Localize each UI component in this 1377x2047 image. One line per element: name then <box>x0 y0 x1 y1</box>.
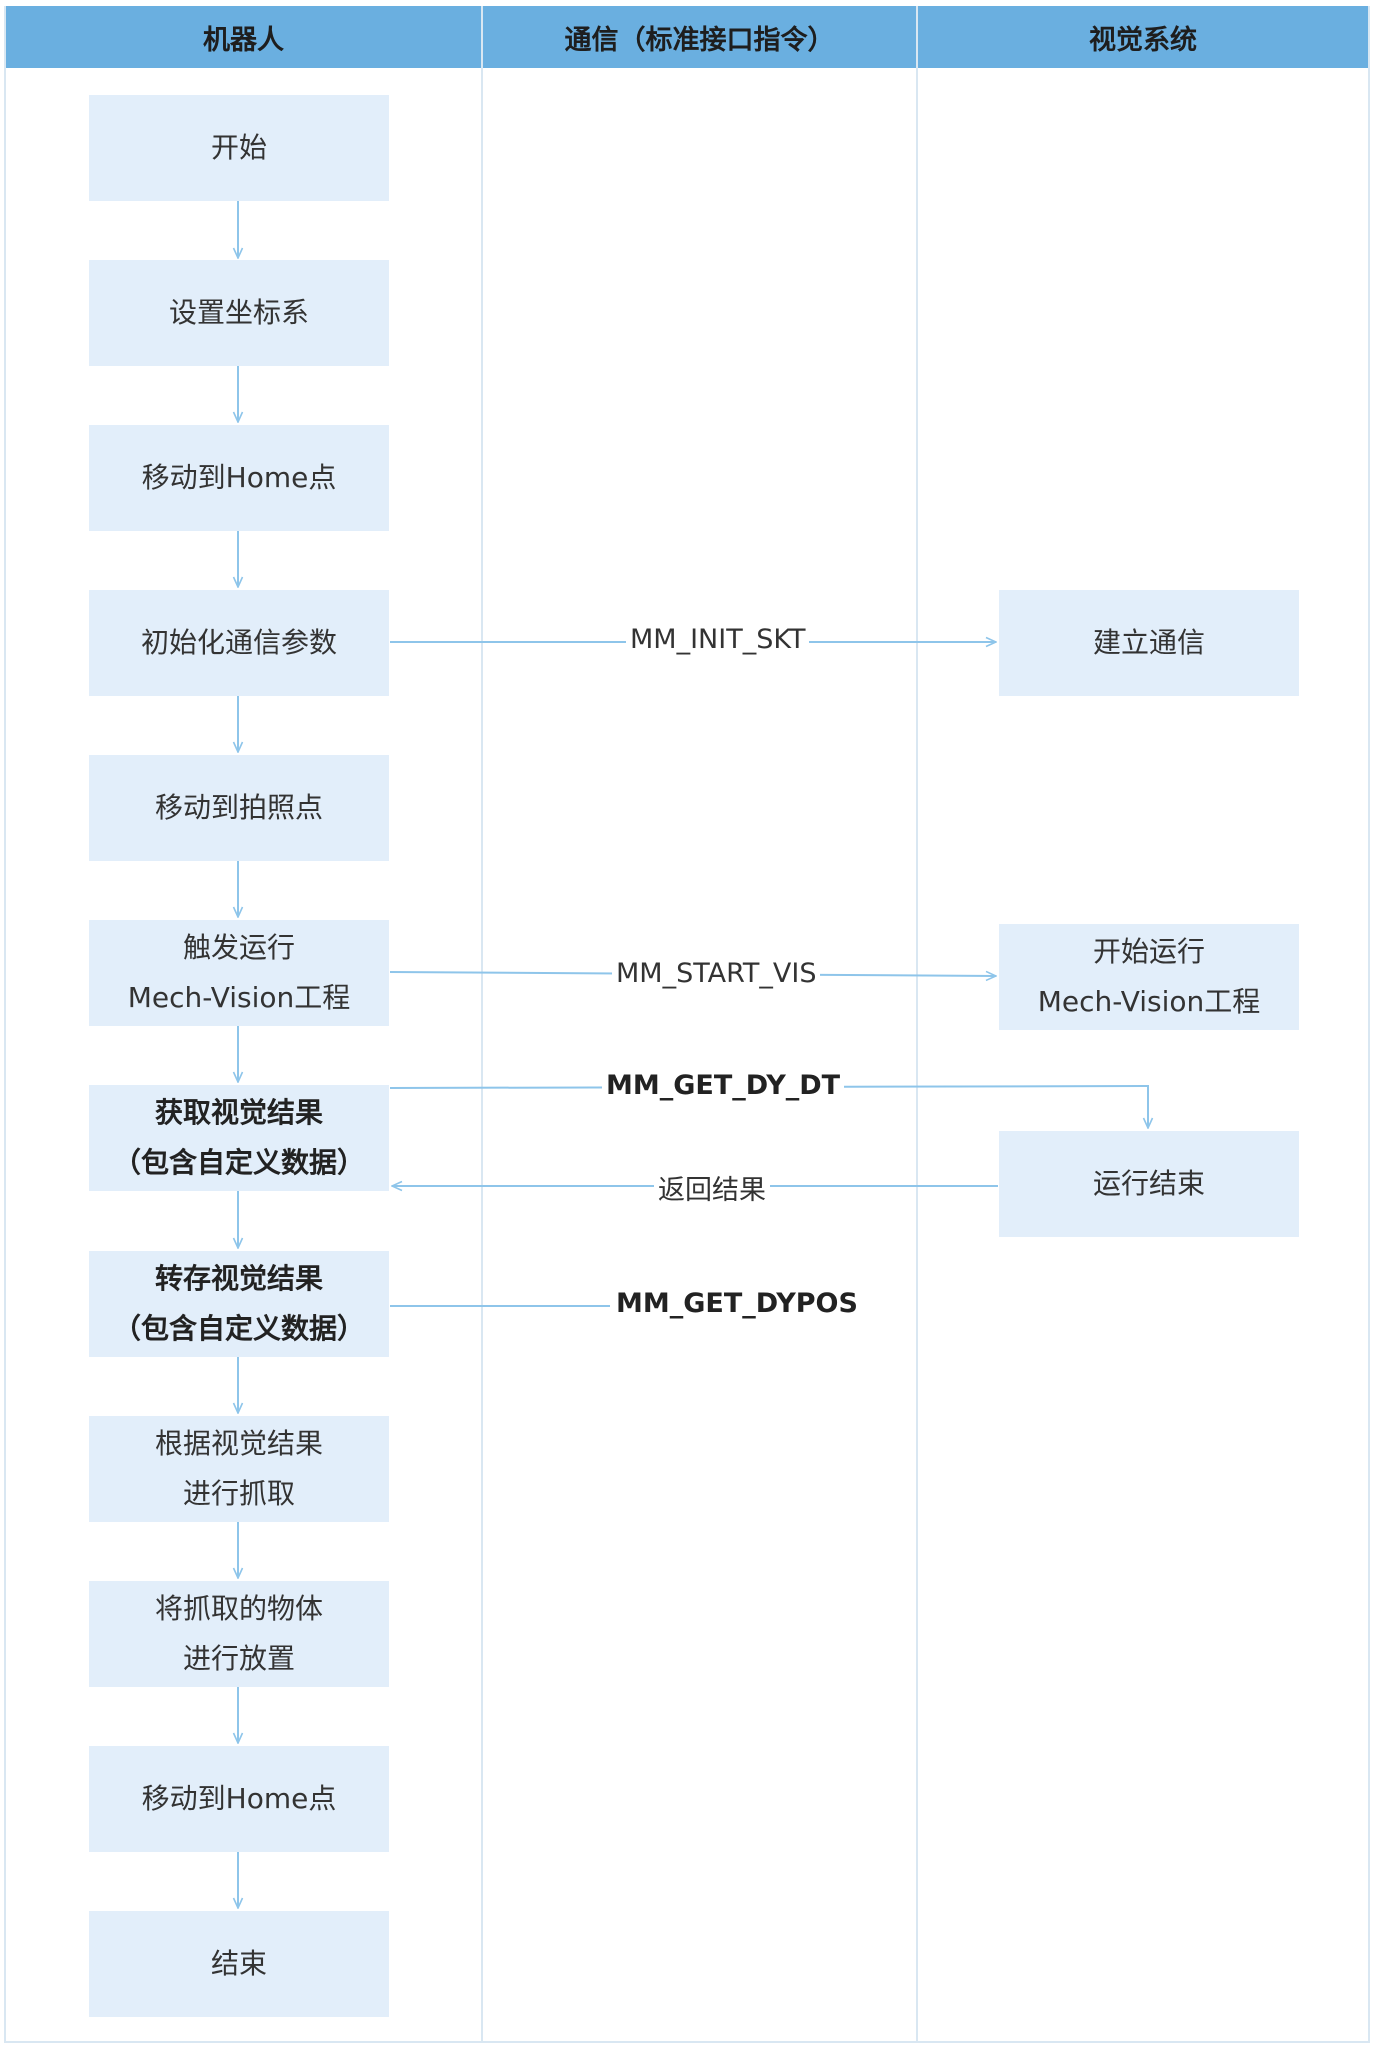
return-label: 返回结果 <box>654 1168 770 1207</box>
step-move-home: 移动到Home点 <box>89 425 389 531</box>
vision-run-end: 运行结束 <box>999 1131 1299 1237</box>
step-save-result: 转存视觉结果 （包含自定义数据） <box>89 1251 389 1357</box>
cmd-label-start-vis: MM_START_VIS <box>612 958 821 989</box>
step-move-photo: 移动到拍照点 <box>89 755 389 861</box>
cmd-label-get-dypos: MM_GET_DYPOS <box>612 1288 862 1319</box>
step-start: 开始 <box>89 95 389 201</box>
cmd-label-init: MM_INIT_SKT <box>626 624 810 655</box>
step-label: 移动到Home点 <box>141 1782 337 1815</box>
lane-divider <box>916 6 918 2043</box>
step-init-comm: 初始化通信参数 <box>89 590 389 696</box>
vision-start-run: 开始运行 Mech-Vision工程 <box>999 924 1299 1030</box>
step-set-coords: 设置坐标系 <box>89 260 389 366</box>
step-label: 建立通信 <box>1092 626 1205 659</box>
lane-header-comm: 通信（标准接口指令） <box>483 6 916 68</box>
step-trigger-run: 触发运行 Mech-Vision工程 <box>89 920 389 1026</box>
step-label: 结束 <box>210 1947 267 1980</box>
step-place: 将抓取的物体 进行放置 <box>89 1581 389 1687</box>
step-label-line1: 转存视觉结果 <box>154 1262 323 1295</box>
step-label-line2: （包含自定义数据） <box>112 1312 365 1345</box>
step-label-line2: 进行放置 <box>182 1642 295 1675</box>
step-get-result: 获取视觉结果 （包含自定义数据） <box>89 1085 389 1191</box>
step-label-line1: 触发运行 <box>182 931 295 964</box>
step-end: 结束 <box>89 1911 389 2017</box>
step-label-line2: Mech-Vision工程 <box>1037 985 1261 1018</box>
step-label: 初始化通信参数 <box>140 626 337 659</box>
step-label-line2: 进行抓取 <box>182 1477 295 1510</box>
lane-divider <box>481 6 483 2043</box>
step-label-line1: 开始运行 <box>1092 935 1205 968</box>
step-label-line2: （包含自定义数据） <box>112 1146 365 1179</box>
step-label: 运行结束 <box>1092 1167 1205 1200</box>
lane-header-vision: 视觉系统 <box>918 6 1368 68</box>
step-pick: 根据视觉结果 进行抓取 <box>89 1416 389 1522</box>
step-label-line1: 根据视觉结果 <box>154 1427 323 1460</box>
cmd-label-get-dy-dt: MM_GET_DY_DT <box>602 1070 845 1101</box>
step-move-home-2: 移动到Home点 <box>89 1746 389 1852</box>
step-label: 开始 <box>210 131 267 164</box>
lane-header-robot: 机器人 <box>6 6 481 68</box>
step-label: 移动到拍照点 <box>154 791 323 824</box>
step-label-line1: 获取视觉结果 <box>154 1096 323 1129</box>
step-label: 移动到Home点 <box>141 461 337 494</box>
step-label-line2: Mech-Vision工程 <box>127 981 351 1014</box>
vision-establish-comm: 建立通信 <box>999 590 1299 696</box>
step-label-line1: 将抓取的物体 <box>154 1592 323 1625</box>
step-label: 设置坐标系 <box>168 296 309 329</box>
